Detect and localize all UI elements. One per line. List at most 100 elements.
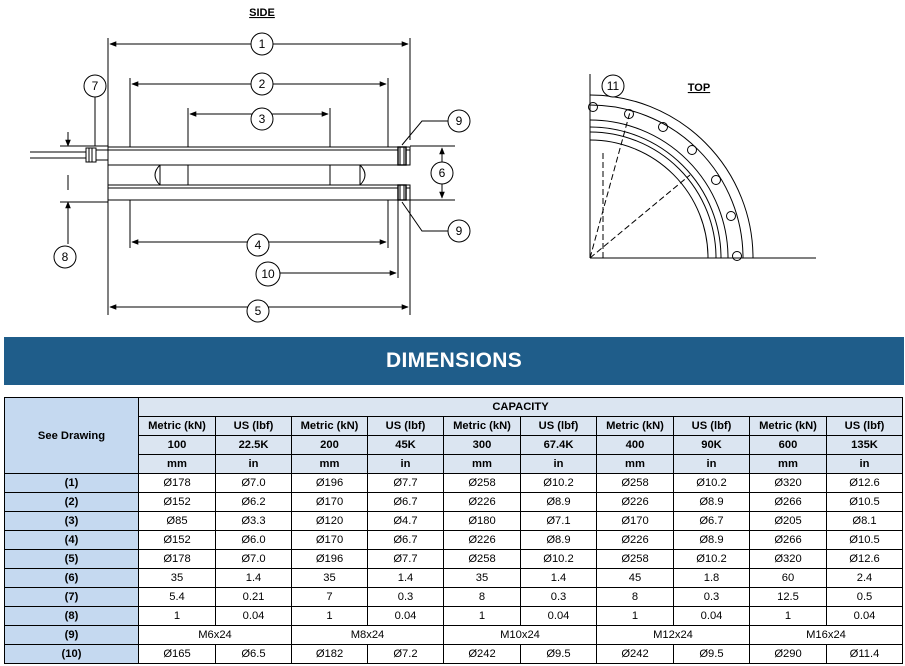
table-cell: Ø152 [138,530,216,550]
table-cell: Ø178 [138,473,216,493]
table-cell: Ø7.2 [367,644,444,664]
unit-label: mm [443,454,521,474]
unit-label: mm [749,454,827,474]
unit-header: Metric (kN) [291,416,368,436]
table-cell: Ø266 [749,492,827,512]
table-cell: 1 [443,606,521,626]
table-cell: Ø3.3 [215,511,292,531]
table-cell: Ø8.9 [673,530,750,550]
table-cell: Ø320 [749,549,827,569]
table-cell: Ø242 [596,644,674,664]
row-label: (10) [4,644,139,664]
section-title: DIMENSIONS [385,349,522,372]
table-cell: 0.3 [673,587,750,607]
table-cell: Ø10.5 [825,530,904,550]
table-cell: 0.04 [215,606,292,626]
table-cell: Ø10.2 [520,549,597,569]
capacity-value: 22.5K [215,435,292,455]
table-cell: Ø165 [138,644,216,664]
table-cell: 0.21 [215,587,292,607]
table-cell: Ø226 [596,492,674,512]
unit-label: mm [138,454,216,474]
table-cell: 1 [291,606,368,626]
table-cell: Ø7.0 [215,473,292,493]
callout-7: 7 [92,79,99,93]
table-cell: Ø7.7 [367,549,444,569]
table-cell: 1.4 [215,568,292,588]
table-cell: 7 [291,587,368,607]
table-cell: Ø8.1 [825,511,904,531]
table-cell: Ø266 [749,530,827,550]
top-view [588,74,816,261]
table-cell: Ø258 [443,473,521,493]
row-label: (5) [4,549,139,569]
table-cell: Ø170 [291,492,368,512]
table-cell: Ø226 [443,530,521,550]
table-cell: Ø226 [443,492,521,512]
row-label: (7) [4,587,139,607]
table-cell: M10x24 [443,625,597,645]
technical-drawing: SIDE [30,7,816,323]
row-label: (8) [4,606,139,626]
table-cell: Ø6.0 [215,530,292,550]
table-cell: M12x24 [596,625,750,645]
table-cell: 0.04 [673,606,750,626]
table-cell: Ø6.5 [215,644,292,664]
capacity-value: 100 [138,435,216,455]
table-cell: Ø258 [596,549,674,569]
section-title-banner: DIMENSIONS [4,337,904,385]
table-cell: Ø242 [443,644,521,664]
callout-3: 3 [259,112,266,126]
table-cell: Ø7.0 [215,549,292,569]
top-view-title: TOP [688,82,710,94]
table-cell: 45 [596,568,674,588]
side-view-title: SIDE [249,7,275,19]
unit-header: Metric (kN) [749,416,827,436]
capacity-value: 67.4K [520,435,597,455]
callout-11: 11 [607,79,620,93]
table-cell: Ø152 [138,492,216,512]
unit-label: in [673,454,750,474]
unit-header-row: Metric (kN)US (lbf)Metric (kN)US (lbf)Me… [5,416,904,436]
table-cell: Ø170 [291,530,368,550]
table-cell: Ø8.9 [520,492,597,512]
table-cell: Ø10.2 [520,473,597,493]
table-cell: Ø8.9 [520,530,597,550]
capacity-value: 400 [596,435,674,455]
row-label: (3) [4,511,139,531]
table-cell: Ø196 [291,473,368,493]
callout-8: 8 [62,250,69,264]
capacity-header: CAPACITY [137,397,904,417]
table-cell: 1.8 [673,568,750,588]
unit-header: US (lbf) [673,416,750,436]
unit-header: Metric (kN) [443,416,521,436]
table-cell: Ø7.1 [520,511,597,531]
unit-header: Metric (kN) [596,416,674,436]
callout-2: 2 [259,77,266,91]
capacity-value: 300 [443,435,521,455]
table-cell: Ø6.7 [673,511,750,531]
table-cell: 1 [749,606,827,626]
table-cell: 2.4 [825,568,904,588]
table-cell: 0.3 [520,587,597,607]
table-cell: Ø10.2 [673,473,750,493]
table-cell: M8x24 [291,625,444,645]
unit-label: mm [596,454,674,474]
table-cell: Ø12.6 [825,549,904,569]
unit-label: in [825,454,904,474]
table-cell: 0.04 [367,606,444,626]
callout-1: 1 [259,37,266,51]
table-cell: Ø9.5 [673,644,750,664]
capacity-value: 200 [291,435,368,455]
table-cell: 60 [749,568,827,588]
